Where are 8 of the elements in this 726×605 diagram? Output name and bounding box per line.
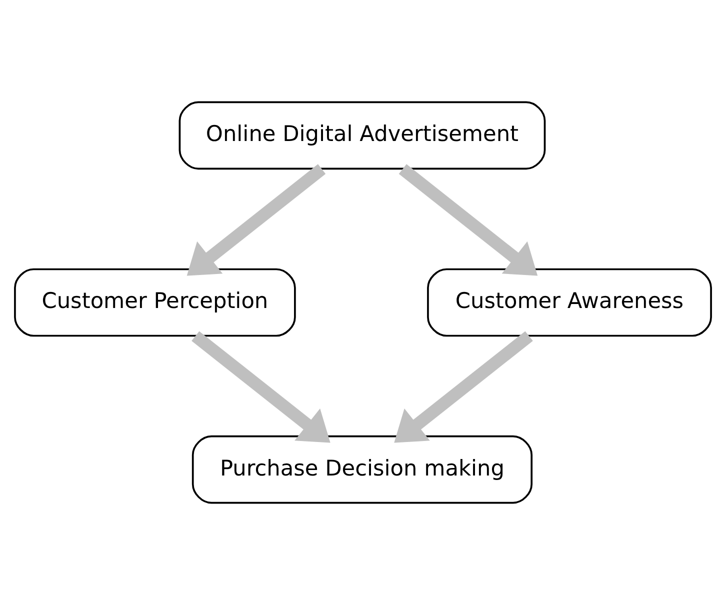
arrow [394,331,533,443]
node-box: Customer Perception [14,268,296,337]
arrow [186,164,326,276]
node-box: Customer Awareness [427,268,712,337]
node-box: Online Digital Advertisement [178,101,546,170]
arrow [192,331,330,443]
node-box: Purchase Decision making [192,435,533,504]
arrow [398,164,538,276]
